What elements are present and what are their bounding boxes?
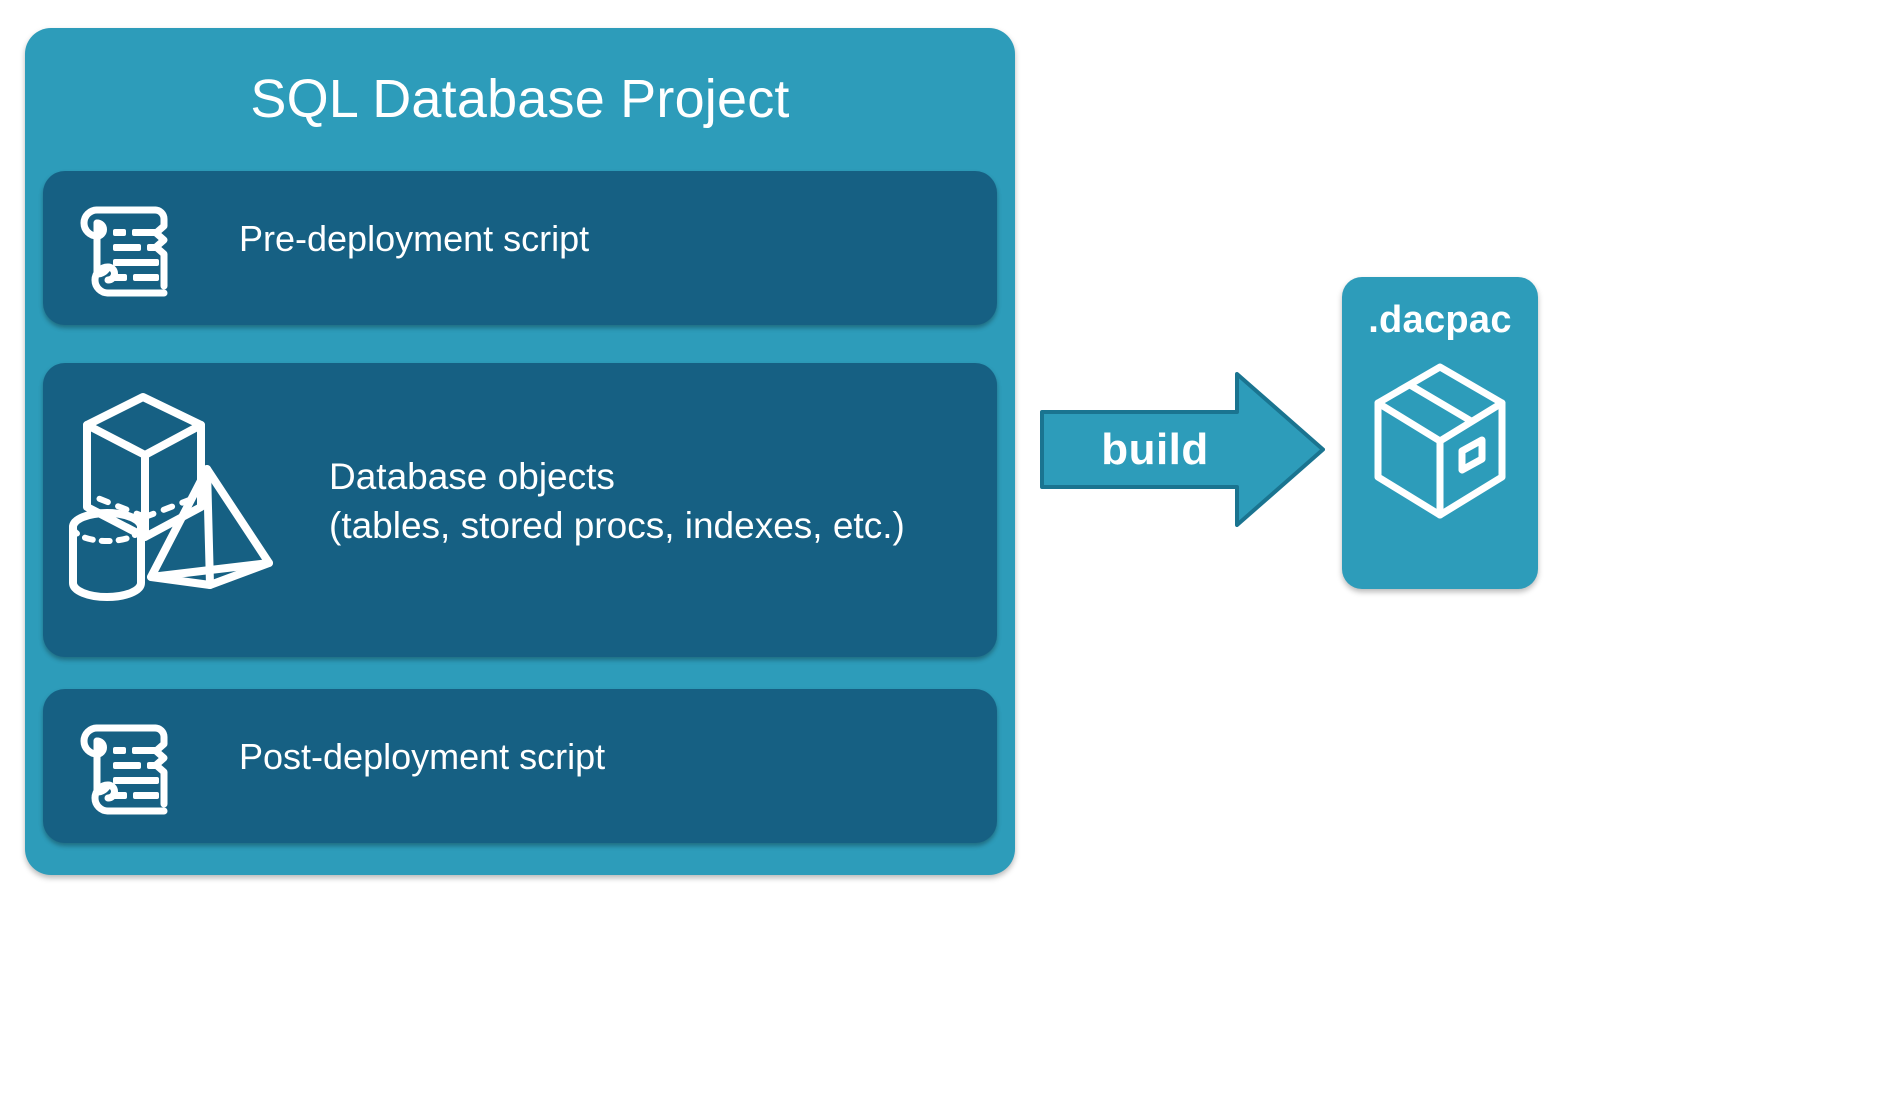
row-post-deployment: Post-deployment script <box>43 689 997 843</box>
package-box-icon <box>1370 359 1510 525</box>
row-pre-deployment: Pre-deployment script <box>43 171 997 325</box>
shapes-icon <box>55 385 305 637</box>
dacpac-title: .dacpac <box>1368 299 1512 341</box>
scroll-icon <box>63 196 188 301</box>
arrow-right-icon <box>1040 372 1325 527</box>
sql-database-project-card: SQL Database Project <box>25 28 1015 875</box>
row-database-objects: Database objects (tables, stored procs, … <box>43 363 997 657</box>
page-title: SQL Database Project <box>250 69 790 129</box>
row-label-database-objects: Database objects (tables, stored procs, … <box>329 456 905 546</box>
dacpac-output-card: .dacpac <box>1342 277 1538 589</box>
scroll-icon <box>63 714 188 819</box>
row-label-post-deployment: Post-deployment script <box>239 736 606 777</box>
row-label-pre-deployment: Pre-deployment script <box>239 218 590 259</box>
